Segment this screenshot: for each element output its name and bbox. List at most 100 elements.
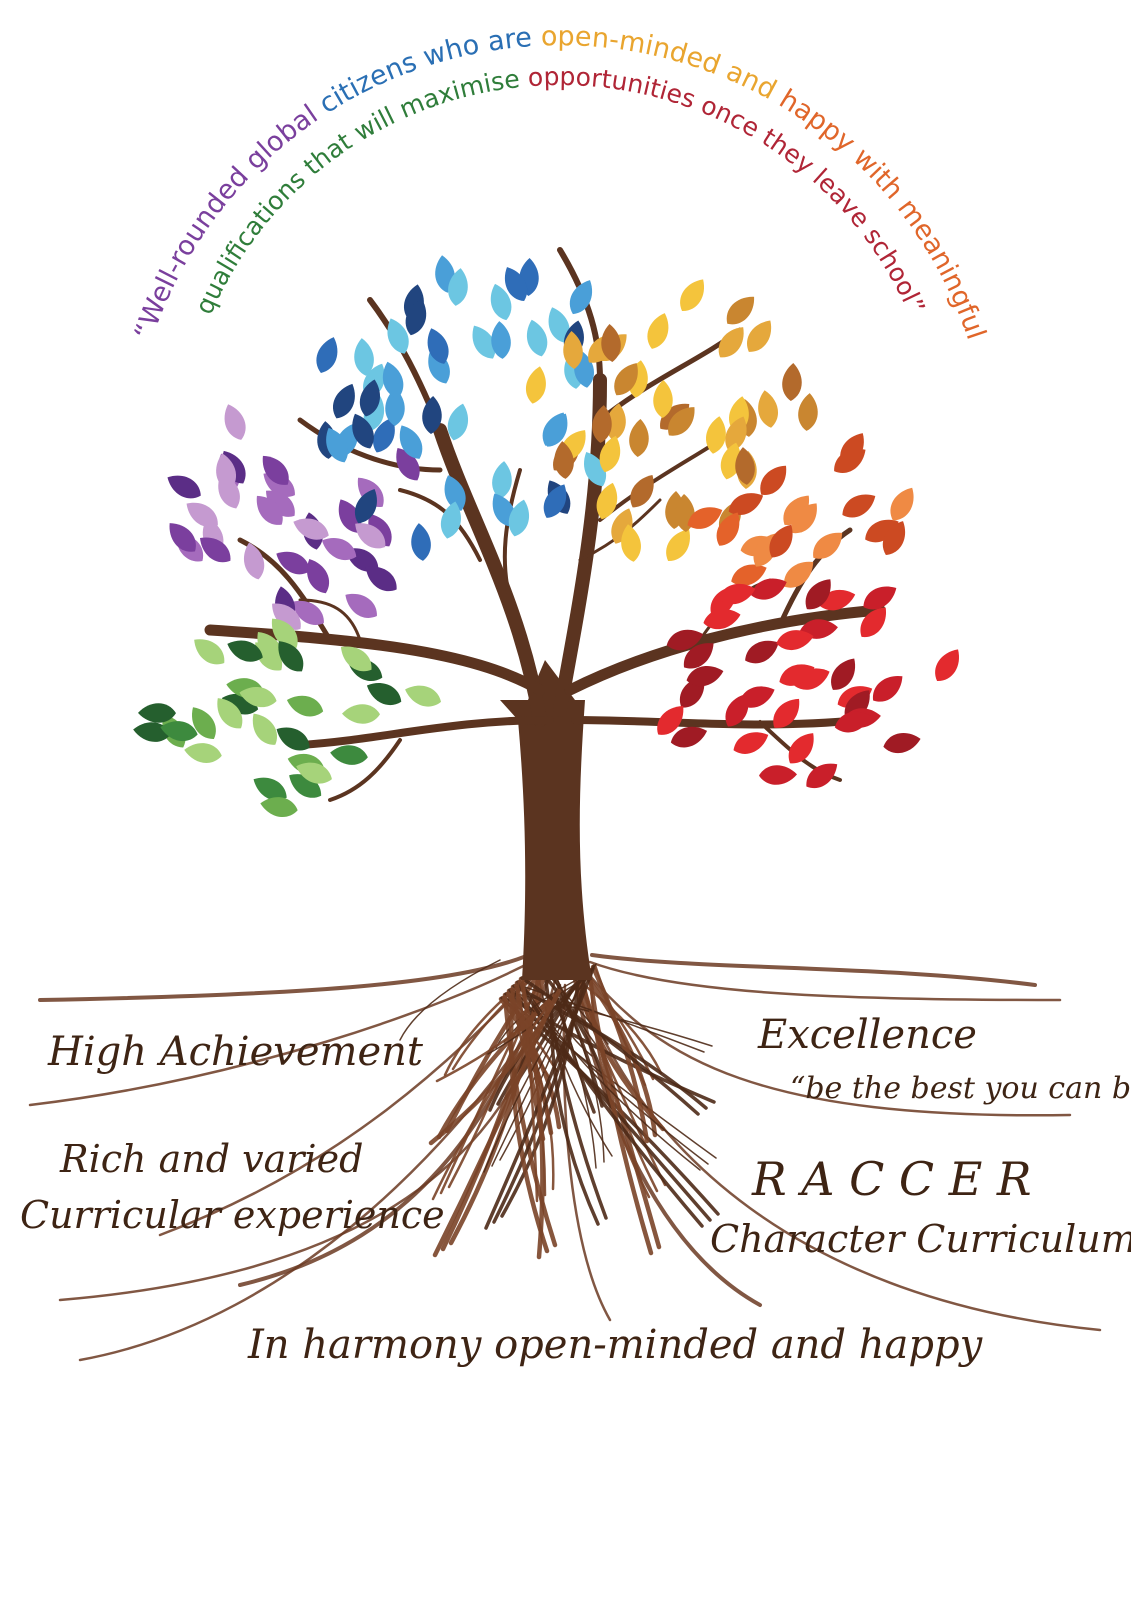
leaf <box>842 494 876 518</box>
root-fiber <box>589 967 651 1199</box>
leaf <box>492 461 512 499</box>
leaf <box>599 435 621 473</box>
leaf <box>239 687 277 708</box>
leaf <box>427 328 449 364</box>
leaf <box>253 777 287 801</box>
root-fiber <box>508 988 712 1222</box>
leaf <box>769 524 793 558</box>
leaf <box>365 566 397 592</box>
leaf <box>292 600 324 625</box>
label-high-achievement: High Achievement <box>47 1029 424 1075</box>
leaf <box>216 453 237 491</box>
leaf <box>873 675 903 702</box>
tree-branch <box>298 598 362 642</box>
leaf <box>863 586 897 610</box>
leaf <box>601 324 621 362</box>
leaf <box>583 452 607 487</box>
tree-leaves <box>133 255 959 818</box>
leaf <box>653 380 673 418</box>
leaf <box>422 396 442 434</box>
motto-seg-4: happy with meaningful <box>774 84 991 344</box>
leaf <box>448 268 468 306</box>
leaf <box>670 726 708 748</box>
leaf <box>307 558 330 594</box>
leaf <box>563 331 583 369</box>
root-fiber <box>549 996 600 1226</box>
leaf <box>199 537 231 563</box>
leaf <box>798 393 818 431</box>
leaf <box>354 488 377 524</box>
leaf <box>508 499 530 537</box>
tree-branch <box>328 738 402 802</box>
tree-trunk <box>500 660 592 980</box>
leaf <box>834 448 866 473</box>
leaf <box>354 338 374 376</box>
root-fiber <box>593 963 647 1087</box>
leaf <box>718 583 756 605</box>
leaf <box>321 538 357 561</box>
leaf <box>779 664 815 686</box>
leaf <box>554 441 574 479</box>
leaf <box>788 733 814 764</box>
leaf <box>276 727 310 751</box>
leaf <box>686 665 724 687</box>
leaf <box>614 363 638 396</box>
leaf <box>472 325 496 359</box>
label-raccer: R A C C E R <box>751 1152 1032 1206</box>
label-best-you-can-be: “be the best you can be” <box>790 1071 1131 1106</box>
leaf <box>759 765 797 785</box>
leaf <box>382 361 404 399</box>
root-fiber <box>516 980 704 1228</box>
leaf <box>784 561 814 588</box>
root-fiber <box>483 963 597 1173</box>
leaf <box>352 413 374 449</box>
tree-branch <box>296 716 554 749</box>
leaf <box>396 447 420 481</box>
leaf <box>184 743 222 763</box>
root-fiber <box>519 979 701 1171</box>
tree-branch <box>571 716 864 729</box>
leaf <box>243 542 265 580</box>
leaf <box>806 763 838 788</box>
leaf <box>252 713 277 745</box>
leaf <box>657 705 684 735</box>
leaf <box>716 512 740 546</box>
leaf <box>342 704 380 724</box>
root-fiber <box>428 988 562 1146</box>
leaf <box>257 632 283 663</box>
tree-branch <box>564 604 886 696</box>
leaf <box>359 379 381 417</box>
leaf <box>569 280 593 315</box>
leaf <box>316 337 338 373</box>
leaf <box>596 482 618 520</box>
leaf <box>138 703 176 723</box>
root-fiber <box>435 995 555 1083</box>
leaf <box>330 745 368 765</box>
leaf <box>860 607 886 637</box>
root-fiber <box>554 992 596 1114</box>
root-fiber <box>484 964 596 1230</box>
leaf <box>735 447 755 485</box>
leaf <box>621 524 641 562</box>
leaf <box>525 366 546 404</box>
leaf <box>411 523 431 561</box>
label-rich-varied-2: Curricular experience <box>20 1193 445 1237</box>
tree-branch <box>502 468 522 602</box>
leaf <box>718 327 744 358</box>
label-excellence: Excellence <box>757 1012 977 1058</box>
leaf <box>751 578 787 600</box>
leaf <box>706 416 726 454</box>
leaf <box>726 296 755 325</box>
leaf <box>224 404 246 440</box>
leaf <box>725 416 747 452</box>
leaf <box>834 711 872 733</box>
leaf <box>355 523 386 549</box>
leaf <box>747 320 772 352</box>
leaf <box>167 475 201 499</box>
root-fiber <box>521 975 539 1203</box>
leaf <box>491 321 511 359</box>
leaf <box>405 298 427 336</box>
root-fiber <box>581 975 659 1193</box>
leaf <box>447 403 469 441</box>
root-strand <box>583 968 1072 1117</box>
